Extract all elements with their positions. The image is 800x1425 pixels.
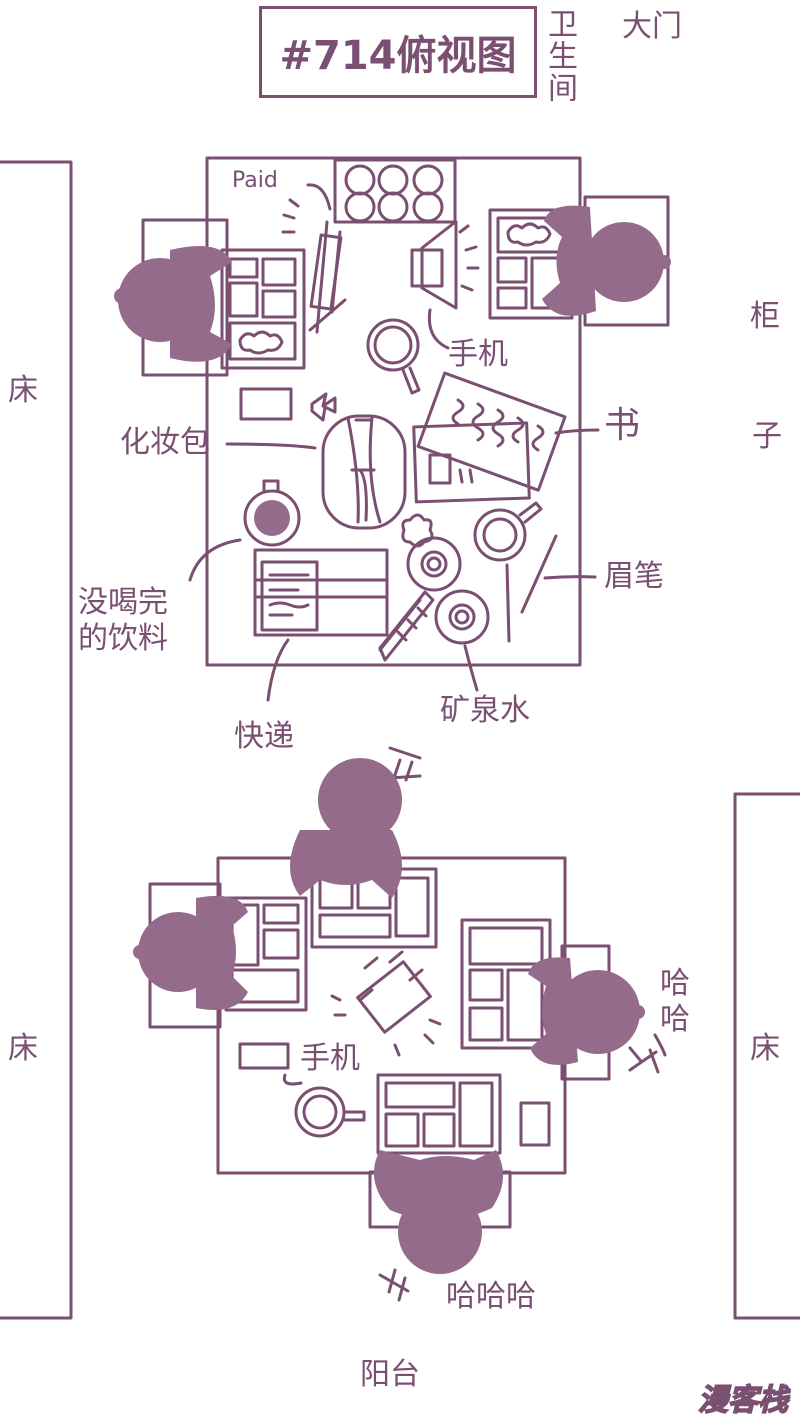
person-bottom-left — [133, 895, 248, 1010]
label-hahaha-bottom: 哈哈哈 — [446, 1279, 536, 1314]
phone-top-leader — [427, 308, 450, 350]
label-phone-top: 手机 — [448, 337, 508, 372]
flower-decor — [401, 513, 434, 548]
laugh-marks-bottom — [378, 1268, 410, 1302]
label-bed-left-bottom: 床 — [8, 1031, 38, 1066]
laugh-marks-top — [388, 746, 422, 782]
delivery-leader — [266, 638, 290, 702]
makeup-bag — [321, 414, 407, 530]
top-egg-circles — [344, 164, 444, 223]
top-mug — [366, 318, 421, 395]
label-eyebrow-pencil: 眉笔 — [604, 559, 664, 594]
paid-leader — [306, 183, 332, 211]
bottom-center-phone — [330, 950, 442, 1057]
label-unfinished-drink: 没喝完 的饮料 — [78, 585, 168, 656]
haha-leader — [653, 1033, 667, 1057]
label-balcony: 阳台 — [360, 1357, 420, 1392]
delivery-package — [253, 548, 389, 637]
phone-bottom-leader — [282, 1073, 303, 1086]
label-haha-right: 哈 哈 — [660, 966, 690, 1037]
right-mug — [473, 501, 543, 562]
title-box: #714俯视图 — [259, 6, 537, 98]
bottom-left-phone — [238, 1042, 290, 1070]
top-bow — [310, 392, 337, 422]
label-paid: Paid — [232, 168, 278, 193]
eyebrow-leader — [543, 575, 597, 580]
watermark-logo: 漫客栈 — [697, 1382, 789, 1419]
bed-left — [0, 160, 73, 1320]
top-table — [205, 156, 582, 667]
laugh-marks-right — [628, 1046, 660, 1074]
label-bed-right: 床 — [750, 1031, 780, 1066]
label-cabinet-1: 柜 — [750, 299, 780, 334]
comb — [378, 590, 435, 662]
label-cabinet-2: 子 — [752, 419, 782, 454]
makeup-leader — [225, 442, 317, 450]
label-main-door: 大门 — [622, 9, 682, 44]
mineral-water-bottles — [406, 536, 490, 645]
label-bathroom: 卫生间 — [542, 8, 577, 104]
bottom-right-lunchbox — [460, 918, 552, 1050]
person-top-right — [542, 205, 671, 316]
top-left-lunchbox — [220, 248, 306, 370]
bottom-right-phone — [519, 1101, 551, 1147]
eyebrow-pencils — [505, 534, 558, 643]
top-phone-right-lines — [458, 224, 480, 292]
person-top-left — [114, 246, 232, 362]
bottom-bottom-lunchbox — [376, 1073, 502, 1155]
book-stack — [412, 371, 567, 504]
page-title: #714俯视图 — [279, 33, 517, 79]
label-makeup-bag: 化妆包 — [120, 425, 210, 460]
top-phone-left — [308, 220, 347, 334]
person-bottom-bottom — [373, 1150, 504, 1274]
unfinished-drink-cup — [243, 479, 301, 547]
top-card — [239, 387, 293, 421]
drink-leader — [188, 538, 242, 582]
label-mineral-water: 矿泉水 — [440, 693, 530, 728]
bed-right — [733, 792, 800, 1320]
book-leader — [554, 428, 600, 435]
top-phone-right — [410, 220, 458, 310]
top-phone-left-lines — [281, 198, 300, 234]
bottom-mug — [294, 1086, 366, 1138]
label-delivery: 快递 — [234, 719, 294, 754]
water-leader — [463, 644, 479, 692]
label-bed-left-top: 床 — [8, 373, 38, 408]
label-book: 书 — [604, 405, 641, 446]
person-bottom-right — [528, 957, 645, 1065]
person-bottom-top — [290, 758, 402, 898]
label-phone-bottom: 手机 — [300, 1041, 360, 1076]
